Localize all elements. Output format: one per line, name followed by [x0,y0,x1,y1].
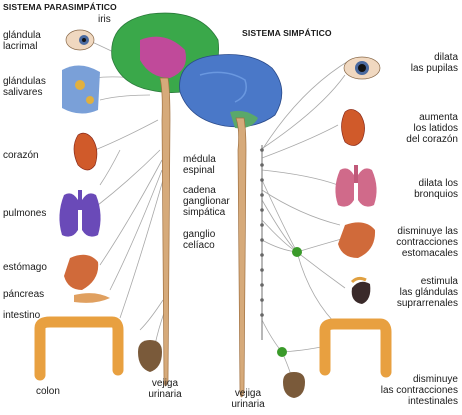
sympathetic-ganglion-chain [260,145,264,340]
label-colon: colon [36,386,60,397]
stomach-right-icon [338,222,376,258]
label-intestinal-contractions: disminuye las contracciones intestinales [380,374,458,407]
sympathetic-spinal-cord [235,117,247,398]
mesenteric-ganglion [277,347,287,357]
title-sympathetic: SISTEMA SIMPÁTICO [242,28,332,38]
colon-right-icon [319,318,392,378]
label-bladder-left: vejiga urinaria [148,378,182,400]
heart-left-icon [73,132,98,171]
label-adrenal-glands: estimula las glándulas suprarrenales [396,276,458,309]
label-pancreas: páncreas [3,289,45,300]
heart-right-icon [341,109,365,146]
lungs-left-icon [59,190,101,237]
label-iris: iris [98,14,111,25]
bladder-right-icon [283,372,305,398]
label-dilate-pupils: dilata las pupilas [410,52,458,74]
label-bladder-center: vejiga urinaria [231,388,265,410]
label-stomach-contractions: disminuye las contracciones estomacales [396,226,458,259]
label-increase-heartbeat: aumenta los latidos del corazón [406,112,458,145]
bladder-left-icon [138,340,162,372]
label-spinal-cord: médula espinal [183,154,216,176]
adrenal-gland-icon [350,276,371,304]
stomach-left-icon [64,254,110,303]
label-celiac-ganglion: ganglio celíaco [183,229,216,251]
title-parasympathetic: SISTEMA PARASIMPÁTICO [3,2,117,12]
label-salivary-glands: glándulas salivares [3,76,46,98]
label-ganglion-chain: cadena ganglionar simpática [183,185,230,218]
colon-left-icon [34,316,124,381]
label-heart-left: corazón [3,150,39,161]
label-lungs-left: pulmones [3,208,47,219]
parasympathetic-spinal-cord [159,77,171,387]
eye-right-icon [343,56,381,80]
label-stomach-left: estómago [3,262,47,273]
label-lacrimal-gland: glándula lacrimal [3,30,41,52]
celiac-ganglion [292,247,302,257]
label-intestine-left: intestino [3,310,41,321]
eye-left-icon [65,29,95,51]
label-dilate-bronchi: dilata los bronquios [414,178,458,200]
sympathetic-brain [179,54,283,129]
lungs-right-icon [335,165,377,207]
salivary-glands-icon [62,65,100,114]
parasympathetic-nerves [91,41,166,346]
